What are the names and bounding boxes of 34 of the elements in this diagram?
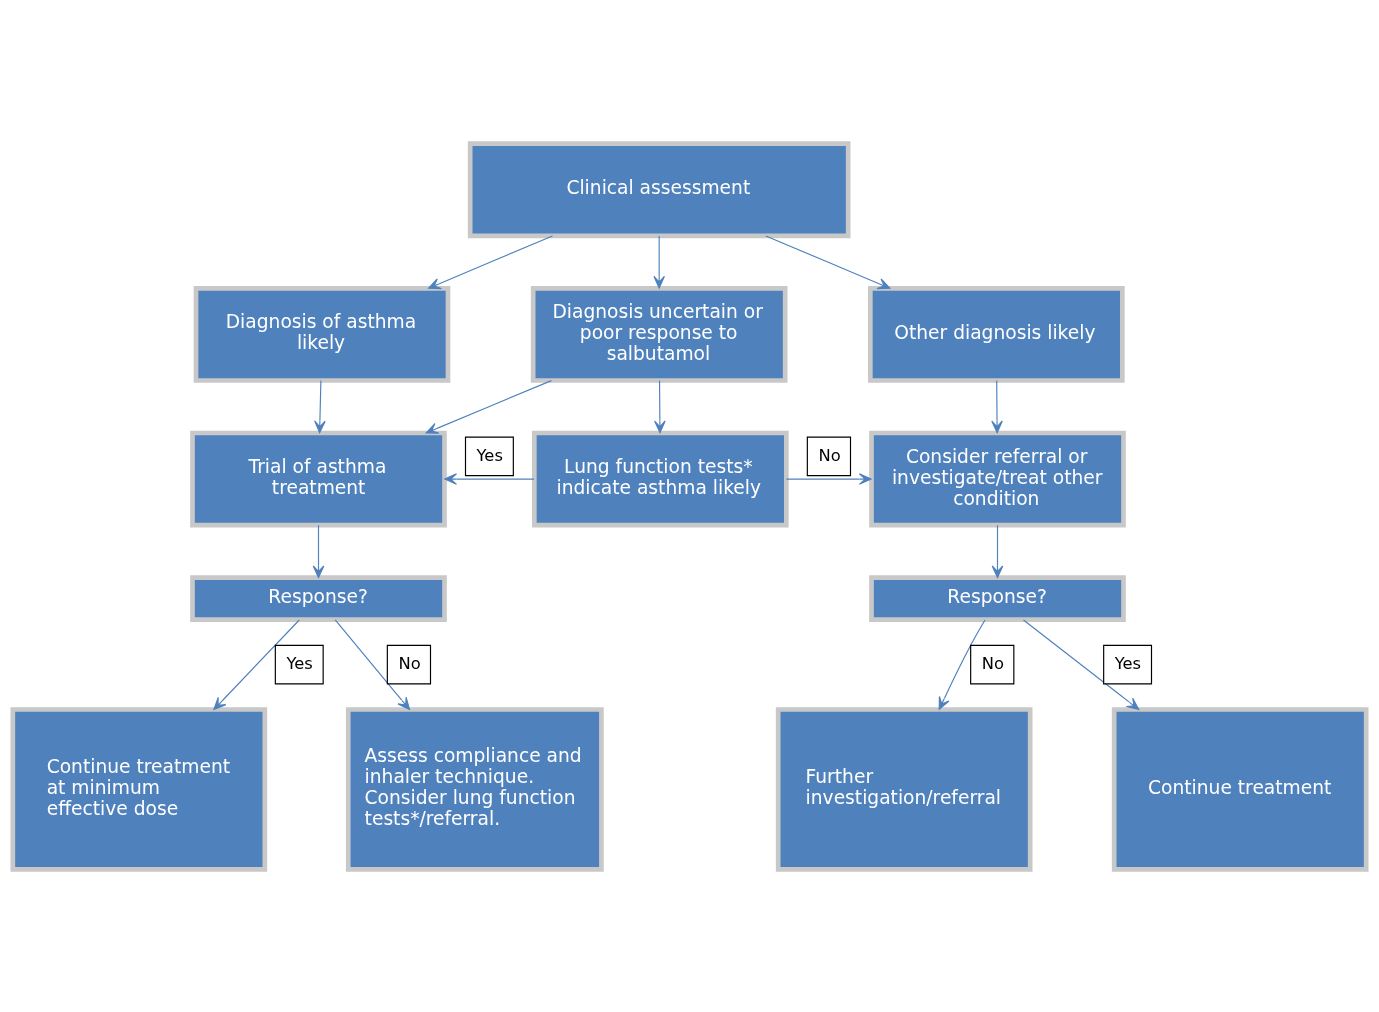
arrow bbox=[785, 472, 872, 485]
edge-label: Yes bbox=[286, 653, 313, 673]
node-box: Further investigation/referral bbox=[775, 706, 1033, 872]
arrow bbox=[653, 234, 665, 289]
node-box: Diagnosis uncertain or poor response to salbutamol bbox=[530, 285, 788, 383]
edge-label: No bbox=[398, 653, 421, 673]
arrow bbox=[991, 379, 1003, 433]
arrow bbox=[213, 618, 300, 710]
node-box: Trial of asthma treatment bbox=[190, 430, 447, 527]
node-box: Continue treatment bbox=[1111, 706, 1369, 872]
node-box: Lung function tests* indicate asthma likely bbox=[532, 430, 789, 527]
arrow bbox=[427, 234, 554, 289]
node-box: Assess compliance and inhaler technique. Consider lung function tests*/referral. bbox=[345, 706, 604, 872]
arrow bbox=[444, 472, 535, 485]
arrow bbox=[991, 524, 1004, 578]
edge-label: No bbox=[818, 445, 841, 465]
arrow bbox=[314, 379, 326, 433]
arrow bbox=[654, 379, 666, 433]
node-box: Other diagnosis likely bbox=[868, 285, 1125, 383]
arrow bbox=[312, 524, 325, 578]
edge-label: No bbox=[981, 653, 1004, 673]
node-box: Diagnosis of asthma likely bbox=[193, 285, 451, 383]
node-box: Response? bbox=[190, 574, 447, 622]
node-box: Continue treatment at minimum effective dose bbox=[10, 706, 268, 872]
arrow bbox=[425, 379, 552, 434]
arrow bbox=[765, 234, 891, 289]
node-box: Response? bbox=[869, 574, 1126, 622]
edge-label: Yes bbox=[476, 445, 503, 465]
arrow bbox=[938, 618, 986, 710]
node-box: Consider referral or investigate/treat other condition bbox=[869, 430, 1126, 527]
arrow bbox=[1022, 618, 1140, 710]
arrow bbox=[334, 618, 411, 710]
node-box: Clinical assessment bbox=[467, 140, 851, 238]
edge-label: Yes bbox=[1114, 653, 1142, 673]
